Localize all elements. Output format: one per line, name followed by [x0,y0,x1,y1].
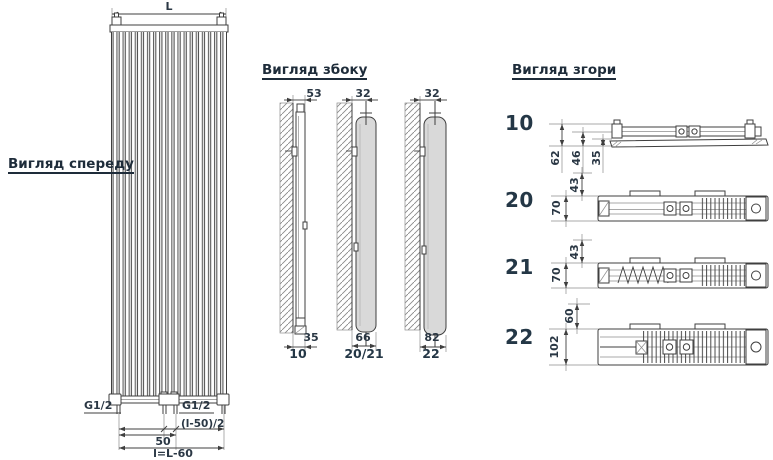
top-22-dim-102: 102 [548,335,561,359]
side-type-22: 22 [422,346,440,361]
top-22-dim-60: 60 [563,308,576,324]
side-22-depth-bottom: 82 [424,331,440,344]
thread-center-label: G1/2 [182,399,211,412]
top-10-dim-62: 62 [549,150,562,166]
top-20-dim-43: 43 [568,177,581,193]
dim-center-spacing-label: 50 [155,435,171,448]
side-type-10: 10 [289,346,307,361]
dim-connections-label: l=L-60 [153,447,193,460]
dim-length-label: L [165,0,173,13]
front-view-title: Вигляд спереду [8,156,134,174]
side-10-depth-bottom: 35 [303,331,319,344]
top-view-title: Вигляд згори [512,62,617,80]
side-type-2021: 20/21 [344,346,384,361]
thread-left-label: G1/2 [84,399,113,412]
top-10-dim-35: 35 [590,150,603,166]
side-2021-depth-bottom: 66 [355,331,371,344]
top-21-dim-70: 70 [550,267,563,283]
top-21-dim-43: 43 [568,244,581,260]
side-10-depth-top: 53 [306,87,322,100]
side-view-title: Вигляд збоку [262,62,368,80]
dim-offset-label: (l-50)/2 [181,418,225,430]
front-view-drawing [84,8,230,451]
top-view-drawing [549,119,769,371]
top-type-22: 22 [505,325,534,349]
top-10-dim-46: 46 [570,150,583,166]
top-type-20: 20 [505,188,534,212]
side-2021-depth-top: 32 [355,87,371,100]
side-22-depth-top: 32 [424,87,440,100]
top-type-21: 21 [505,255,534,279]
top-20-dim-70: 70 [550,200,563,216]
top-type-10: 10 [505,111,534,135]
side-view-drawing [279,95,447,352]
